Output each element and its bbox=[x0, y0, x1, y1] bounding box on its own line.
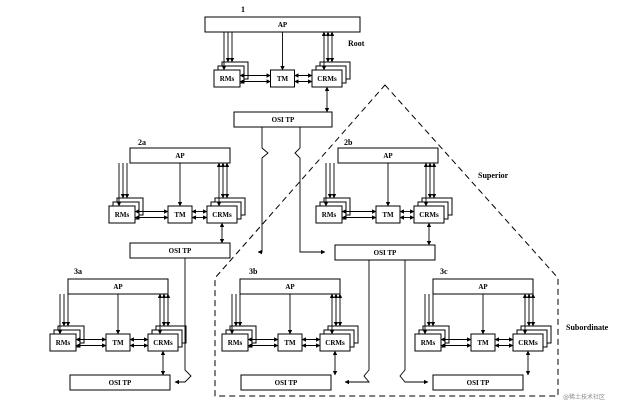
osi-tp-label: OSI TP bbox=[109, 379, 132, 387]
link-1-to-2b bbox=[294, 127, 326, 255]
rms-label: RMs bbox=[56, 339, 71, 347]
superior-region-outline bbox=[214, 84, 559, 397]
node-number-3c: 3c bbox=[440, 267, 448, 276]
crms-label: CRMs bbox=[153, 339, 173, 347]
ap-label: AP bbox=[278, 21, 288, 29]
rms-label: RMs bbox=[228, 339, 243, 347]
link-1-to-2a bbox=[257, 127, 269, 255]
osi-tp-box bbox=[432, 374, 524, 391]
watermark: @稀土技术社区 bbox=[563, 393, 605, 401]
ap-label: AP bbox=[113, 283, 123, 291]
osi-tp-box bbox=[233, 111, 333, 128]
node-number-2b: 2b bbox=[344, 138, 353, 147]
crms-label: CRMs bbox=[419, 211, 439, 219]
rms-label: RMs bbox=[115, 211, 130, 219]
crms-label: CRMs bbox=[518, 339, 538, 347]
rms-box bbox=[108, 205, 136, 224]
node-number-3b: 3b bbox=[249, 267, 258, 276]
tm-label: TM bbox=[477, 339, 489, 347]
node-number-1: 1 bbox=[241, 5, 245, 14]
osi-tp-box bbox=[69, 374, 171, 391]
crms-label: CRMs bbox=[212, 211, 232, 219]
link-2a-to-3a bbox=[174, 258, 192, 385]
osi-tp-box bbox=[334, 244, 436, 261]
link-2b-to-3c bbox=[399, 260, 429, 385]
rms-box bbox=[213, 69, 241, 88]
ap-label: AP bbox=[478, 283, 488, 291]
superior-label: Superior bbox=[478, 171, 509, 180]
tm-label: TM bbox=[174, 211, 186, 219]
osi-tp-label: OSI TP bbox=[275, 379, 298, 387]
osi-tp-label: OSI TP bbox=[169, 247, 192, 255]
osi-tp-label: OSI TP bbox=[374, 249, 397, 257]
osi-tp-label: OSI TP bbox=[272, 116, 295, 124]
crms-label: CRMs bbox=[325, 339, 345, 347]
crms-label: CRMs bbox=[317, 75, 337, 83]
node-number-3a: 3a bbox=[74, 267, 82, 276]
tm-label: TM bbox=[112, 339, 124, 347]
rms-label: RMs bbox=[220, 75, 235, 83]
links-layer bbox=[174, 127, 429, 385]
node-number-2a: 2a bbox=[138, 138, 146, 147]
ap-label: AP bbox=[175, 152, 185, 160]
tm-label: TM bbox=[284, 339, 296, 347]
rms-box bbox=[315, 205, 343, 224]
osi-tp-box bbox=[240, 374, 332, 391]
tm-label: TM bbox=[277, 75, 289, 83]
rms-label: RMs bbox=[322, 211, 337, 219]
rms-box bbox=[49, 333, 77, 352]
rms-box bbox=[414, 333, 442, 352]
ap-label: AP bbox=[383, 152, 393, 160]
tm-label: TM bbox=[382, 211, 394, 219]
osi-tp-label: OSI TP bbox=[467, 379, 490, 387]
osi-tp-box bbox=[129, 242, 231, 259]
link-2b-to-3b bbox=[344, 260, 370, 385]
ap-label: AP bbox=[285, 283, 295, 291]
subordinate-label: Subordinate bbox=[566, 323, 609, 332]
rms-label: RMs bbox=[421, 339, 436, 347]
rms-box bbox=[221, 333, 249, 352]
root-label: Root bbox=[348, 39, 365, 48]
